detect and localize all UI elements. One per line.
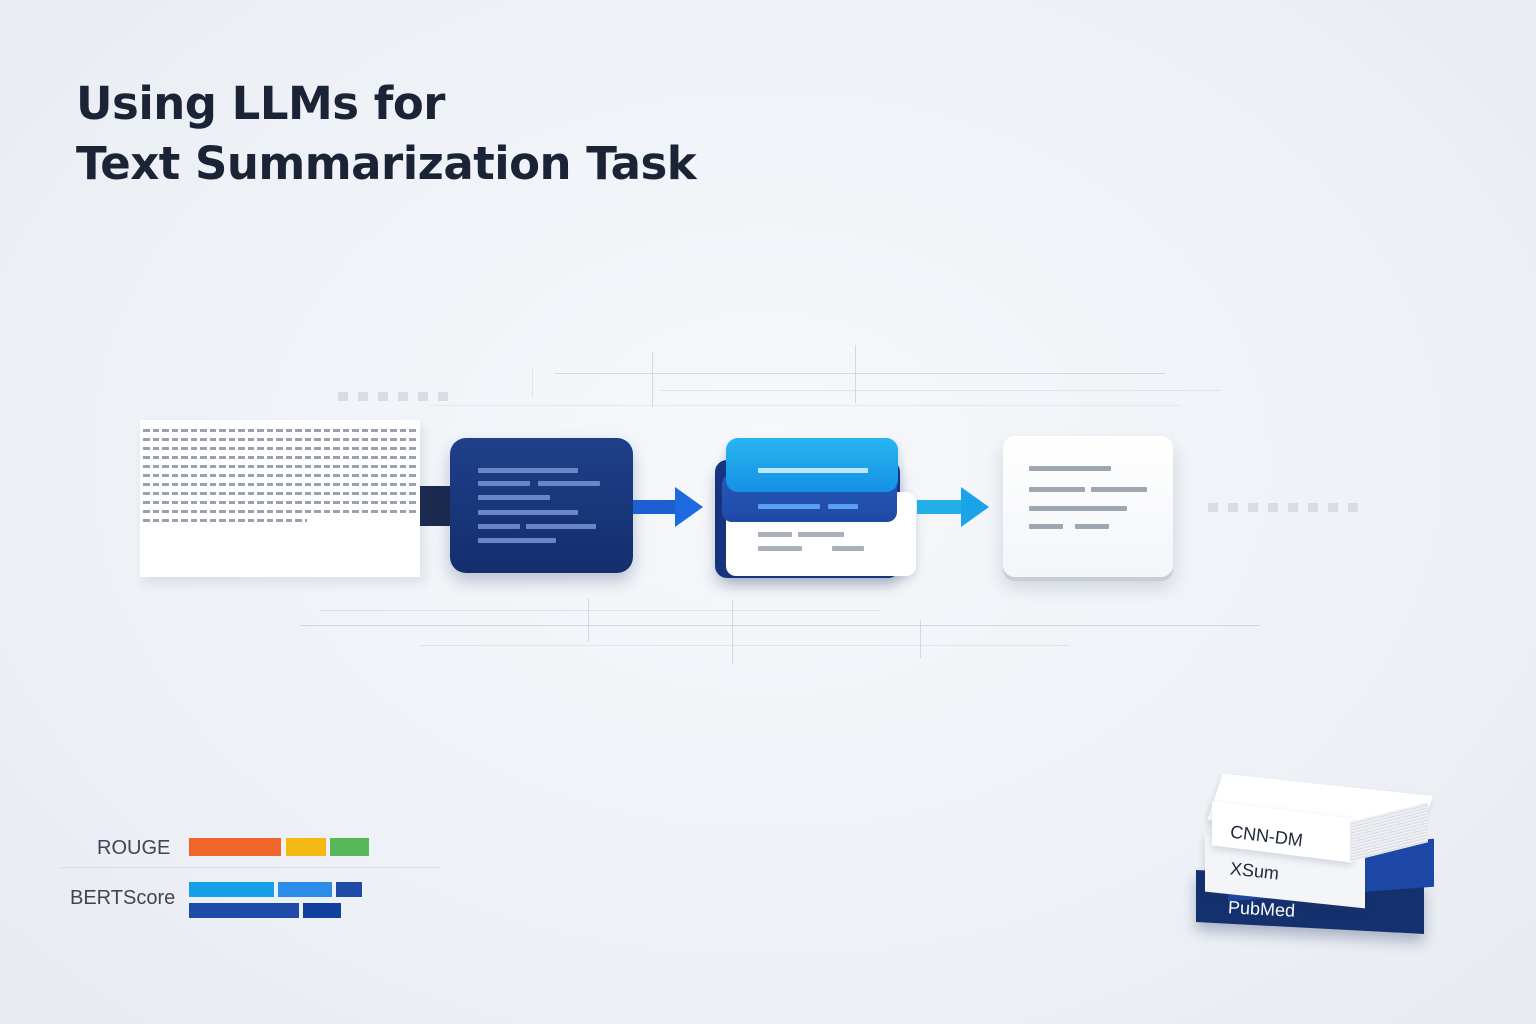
summary-output-card	[1003, 436, 1173, 577]
page-title: Using LLMs for Text Summarization Task	[76, 74, 697, 194]
bertscore-bar-2	[278, 882, 332, 897]
metric-label-rouge: ROUGE	[97, 837, 171, 859]
arrow-right-icon	[633, 487, 703, 527]
source-document	[140, 420, 420, 577]
title-line-2: Text Summarization Task	[76, 137, 697, 190]
llm-card	[450, 438, 633, 573]
book-label-pubmed: PubMed	[1227, 897, 1296, 921]
stacked-card-front	[726, 438, 898, 492]
bertscore-bar-3	[336, 882, 362, 897]
bertscore-bar-1	[189, 882, 274, 897]
bertscore-bar-4	[189, 903, 299, 918]
arrow-right-icon	[917, 487, 989, 527]
rouge-bar-yellow	[286, 838, 326, 856]
connector-bar	[420, 486, 452, 526]
bertscore-bar-5	[303, 903, 341, 918]
metric-label-bertscore: BERTScore	[70, 887, 176, 909]
dots-decoration-right	[1208, 503, 1358, 512]
title-line-1: Using LLMs for	[76, 77, 445, 130]
rouge-bar-orange	[189, 838, 281, 856]
dots-decoration-left	[338, 392, 448, 401]
rouge-bar-green	[330, 838, 369, 856]
